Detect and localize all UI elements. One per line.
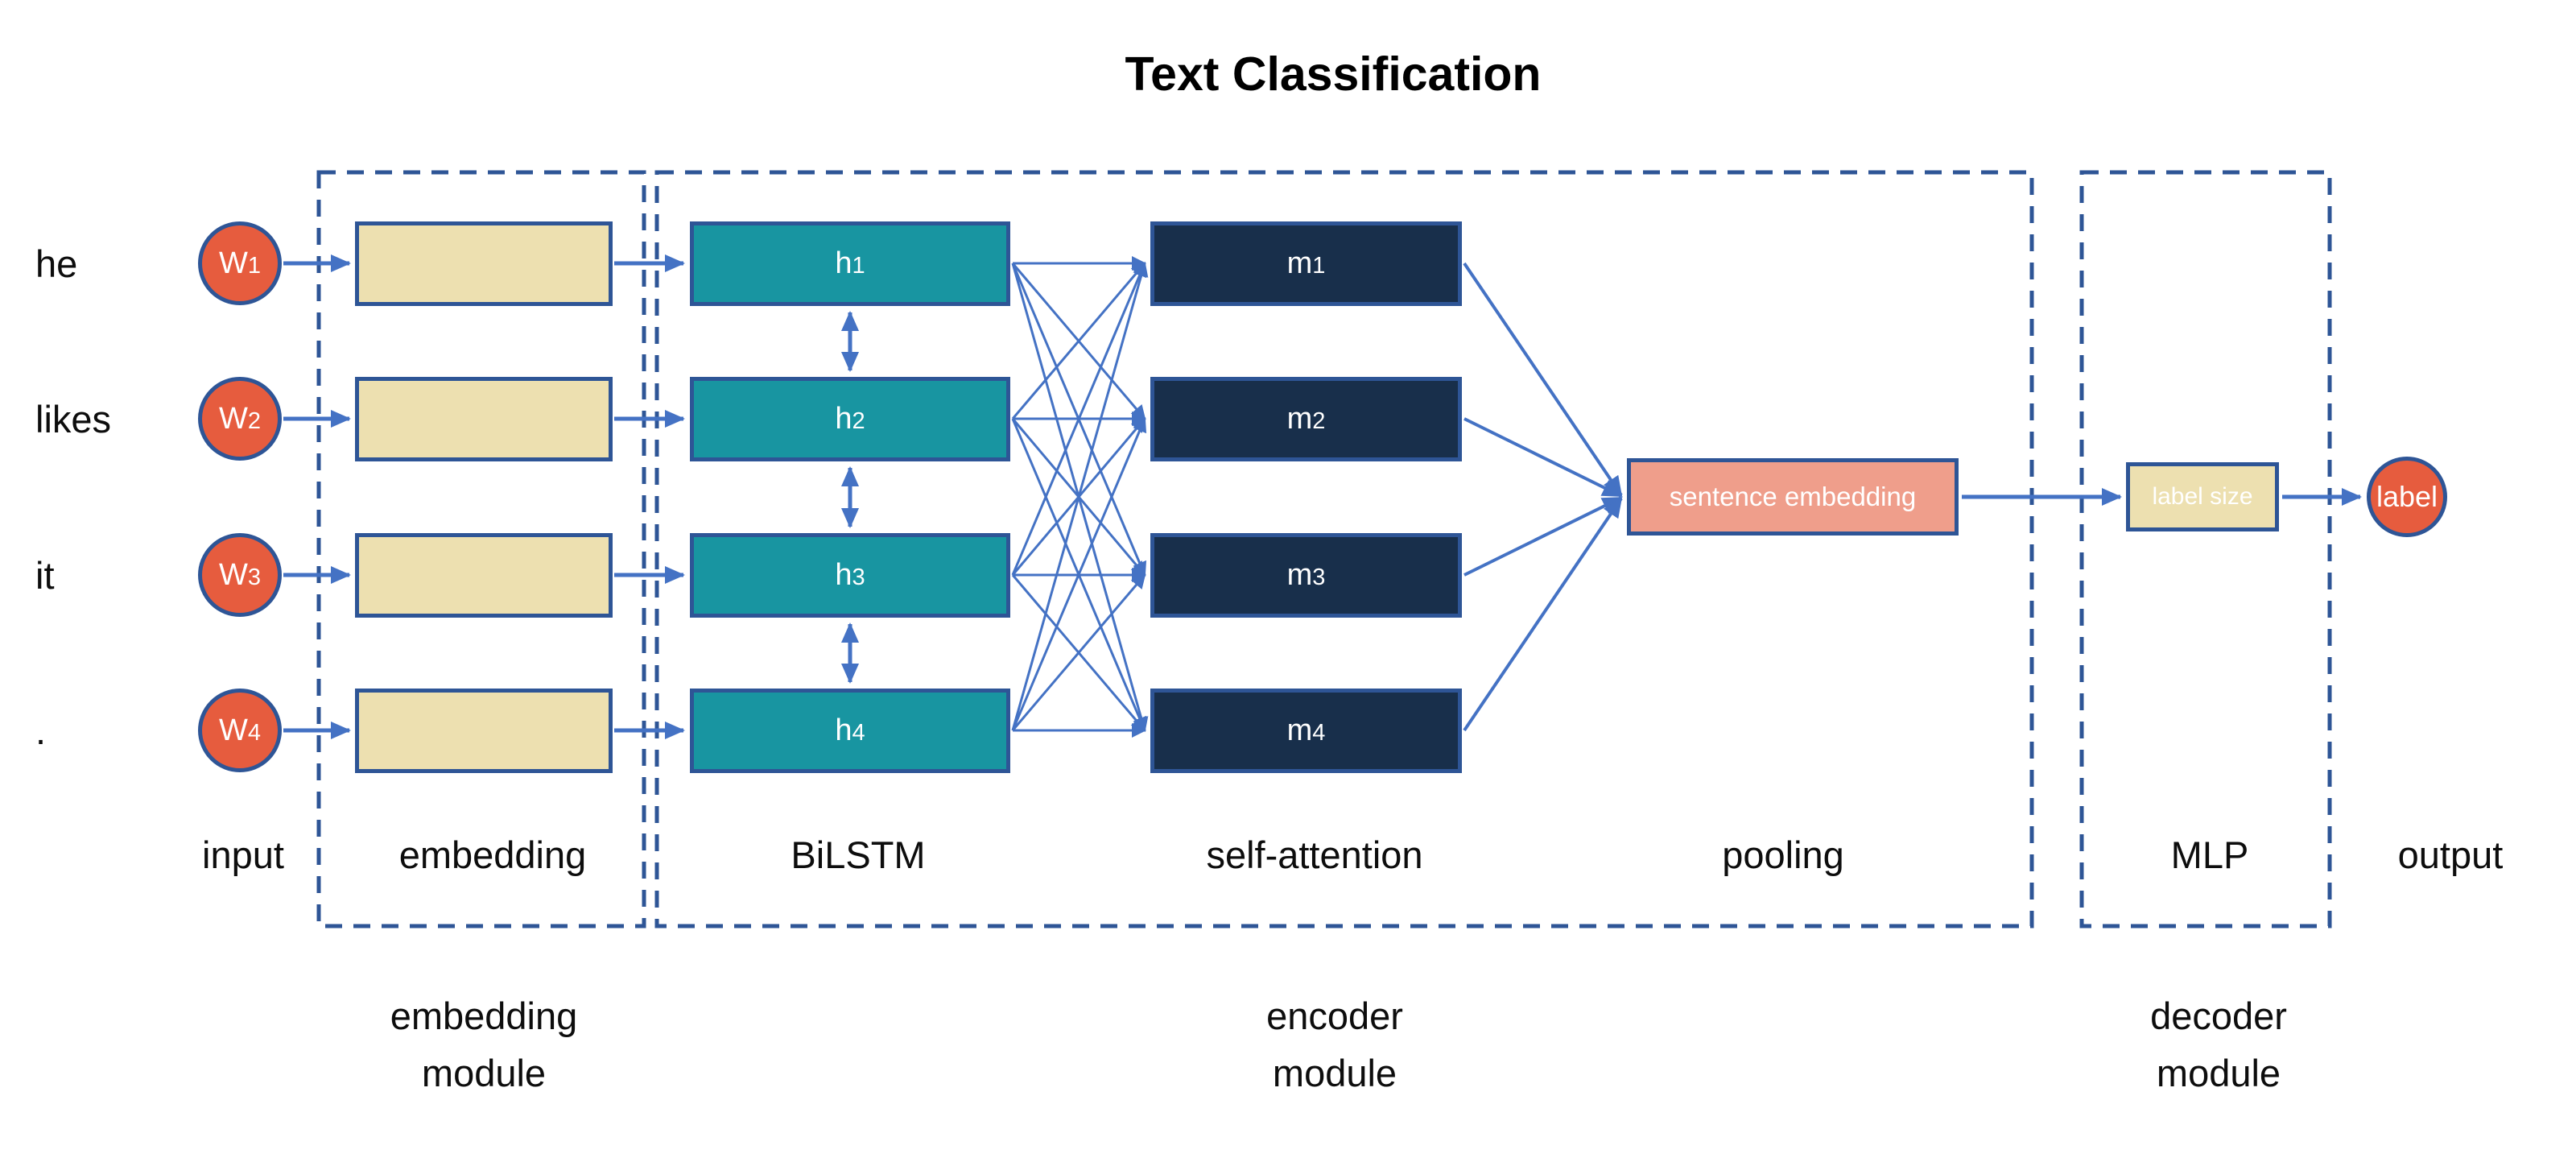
connection-line [1463,417,1623,498]
stage-label-embedding: embedding [398,833,587,876]
stage-label-mlp: MLP [2170,833,2249,876]
connection-line [1011,263,1147,577]
embedding-to-bilstm-arrows [614,254,685,739]
embedding-box-2 [355,377,613,461]
bilstm-box-h2: h2 [690,377,1010,461]
page-title: Text Classification [1125,48,1542,101]
bilstm-box-h3: h3 [690,533,1010,618]
connection-line [1011,573,1146,731]
connection-line [1011,262,1147,576]
connection-line [1011,263,1146,420]
input-word-2: likes [35,398,112,440]
connection-line [1463,262,1623,497]
label-size-box: label size [2126,462,2279,531]
connection-line [1011,262,1146,420]
input-word-4: . [35,709,47,752]
stage-label-bilstm: BiLSTM [791,833,926,876]
stage-label-self-attention: self-attention [1206,833,1423,876]
bilstm-box-h1: h1 [690,221,1010,306]
connection-line [1011,417,1147,731]
input-node-w1: W1 [198,221,282,305]
connection-line [1011,574,1146,732]
attention-box-m3: m3 [1150,533,1462,618]
attention-connection-lines [1011,256,1149,738]
attention-to-pooling-lines [1463,262,1623,732]
connection-line [1463,497,1623,732]
stage-label-input: input [202,833,284,876]
attention-box-m4: m4 [1150,689,1462,773]
stage-label-pooling: pooling [1722,833,1844,876]
connection-line [1011,418,1147,732]
connection-line [1011,263,1149,732]
input-node-w4: W4 [198,689,282,772]
decoder-module-outline [2079,170,2332,928]
attention-box-m2: m2 [1150,377,1462,461]
connection-line [1011,417,1146,576]
embedding-box-1 [355,221,613,306]
embedding-box-4 [355,689,613,773]
encoder-module-caption: encoder module [1266,995,1403,1094]
input-word-1: he [35,242,78,285]
sentence-embedding-box: sentence embedding [1627,458,1959,536]
embedding-box-3 [355,533,613,618]
bilstm-box-h4: h4 [690,689,1010,773]
attention-box-m1: m1 [1150,221,1462,306]
connection-line [1011,418,1146,577]
connection-line [1463,496,1623,577]
input-node-w2: W2 [198,377,282,461]
input-node-w3: W3 [198,533,282,617]
decoder-module-caption: decoder module [2150,995,2287,1094]
stage-label-output: output [2397,833,2504,876]
input-word-3: it [35,554,55,597]
input-to-embedding-arrows [283,254,351,739]
connection-line [1011,262,1149,731]
output-node-label: label [2367,457,2447,537]
embedding-module-caption: embedding module [390,995,578,1094]
